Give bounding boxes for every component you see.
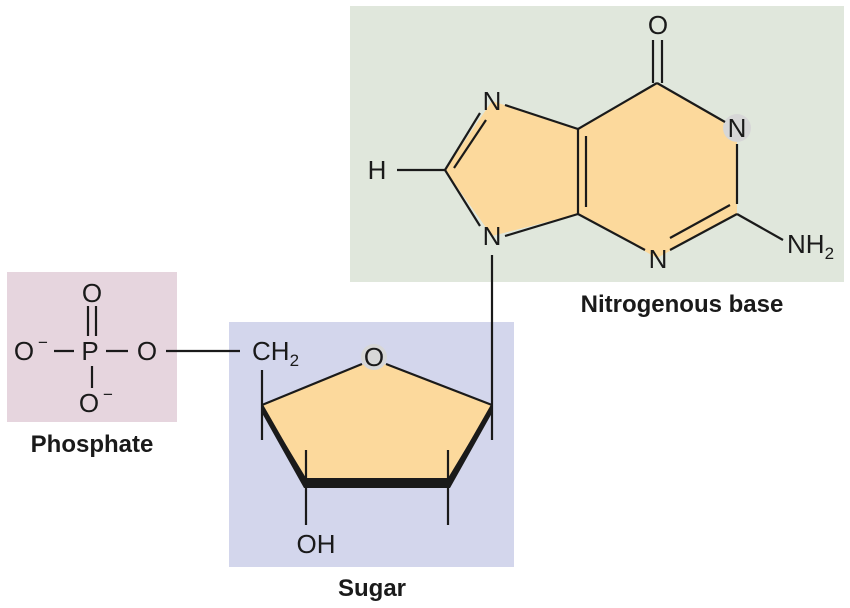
h8-atom: H bbox=[368, 155, 387, 185]
amine-sub: 2 bbox=[825, 244, 834, 263]
base-group: O N N H N N NH2 bbox=[368, 10, 834, 274]
phosphate-box bbox=[7, 272, 177, 422]
ch2-label: CH2 bbox=[252, 336, 299, 370]
ch2-main: CH bbox=[252, 336, 290, 366]
ring-oxygen: O bbox=[364, 342, 384, 372]
ch2-sub: 2 bbox=[290, 351, 299, 370]
phosphate-charge-bottom: − bbox=[103, 385, 113, 404]
phosphate-charge-left: − bbox=[38, 333, 48, 352]
sugar-label: Sugar bbox=[338, 575, 406, 602]
sugar-group: CH2 O OH bbox=[252, 255, 494, 559]
ring-oxygen-highlight bbox=[361, 344, 387, 370]
phosphate-o-top: O bbox=[82, 278, 102, 308]
n3-highlight bbox=[723, 114, 751, 142]
phosphate-o-right: O bbox=[137, 336, 157, 366]
base-label: Nitrogenous base bbox=[581, 291, 784, 318]
n9-atom: N bbox=[483, 221, 502, 251]
carbonyl-oxygen: O bbox=[648, 10, 668, 40]
n3-atom: N bbox=[728, 113, 747, 143]
amine-group: NH2 bbox=[787, 229, 834, 263]
amine-main: NH bbox=[787, 229, 825, 259]
base-ring bbox=[445, 83, 737, 258]
phosphate-o-left: O bbox=[14, 336, 34, 366]
sugar-ring bbox=[262, 360, 492, 482]
phosphate-label: Phosphate bbox=[31, 431, 154, 458]
phosphate-o-bottom: O bbox=[79, 388, 99, 418]
n1-atom: N bbox=[649, 244, 668, 274]
n7-atom: N bbox=[483, 86, 502, 116]
phosphate-p: P bbox=[81, 336, 98, 366]
hydroxyl: OH bbox=[297, 529, 336, 559]
phosphate-group: O O − P O O − bbox=[14, 278, 240, 418]
